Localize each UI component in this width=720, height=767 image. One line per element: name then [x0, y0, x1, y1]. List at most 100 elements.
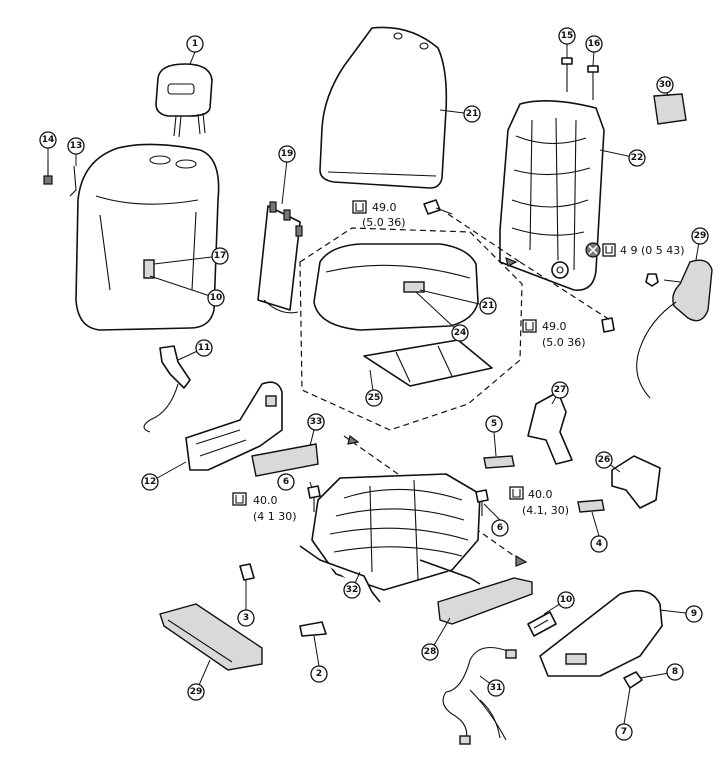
callout-number: 27 — [554, 385, 567, 395]
bracket-5 — [483, 455, 515, 469]
seatback-bolt-lower — [601, 317, 615, 333]
torque-alt-value: (5.0 36) — [362, 216, 406, 229]
callout-number: 13 — [70, 141, 83, 151]
seatback-cushion — [75, 143, 220, 331]
seat-cushion — [313, 243, 479, 331]
callout-11: 11 — [195, 339, 213, 357]
torque-value: 49.0 — [372, 201, 397, 214]
torque-nut: 4 9 (0 5 43) — [585, 242, 685, 258]
callout-number: 11 — [198, 343, 211, 353]
label-plate — [653, 93, 687, 125]
callout-9: 9 — [685, 605, 703, 623]
callout-number: 4 — [596, 539, 602, 549]
callout-31: 31 — [487, 679, 505, 697]
callout-24: 24 — [451, 324, 469, 342]
clip-3 — [239, 563, 255, 581]
callout-22: 22 — [628, 149, 646, 167]
callout-21: 21 — [479, 297, 497, 315]
cushion-group-box — [299, 227, 523, 431]
nut — [645, 273, 659, 287]
seatback-frame — [499, 100, 605, 291]
torque-value: 49.0 — [542, 320, 567, 333]
callout-number: 6 — [283, 477, 289, 487]
track-bolt-right — [475, 489, 489, 516]
callout-number: 1 — [192, 39, 198, 49]
callout-21: 21 — [463, 105, 481, 123]
callout-1: 1 — [186, 35, 204, 53]
callout-number: 24 — [454, 328, 467, 338]
callout-number: 29 — [190, 687, 203, 697]
torque-wrench-icon — [602, 243, 616, 257]
callout-4: 4 — [590, 535, 608, 553]
seatback-board — [257, 201, 303, 314]
callout-number: 7 — [621, 727, 627, 737]
torque-alt-value: (4.1, 30) — [522, 504, 569, 517]
callout-number: 21 — [482, 301, 495, 311]
callout-27: 27 — [551, 381, 569, 399]
torque-seatback-upper: 49.0 (5.0 36) — [352, 200, 406, 229]
callout-number: 32 — [346, 585, 359, 595]
switch — [527, 611, 557, 637]
callout-number: 5 — [491, 419, 497, 429]
torque-value: 4 9 (0 5 43) — [620, 244, 685, 257]
headrest — [155, 63, 213, 138]
callout-14: 14 — [39, 131, 57, 149]
callout-13: 13 — [67, 137, 85, 155]
seat-frame-track — [299, 473, 481, 603]
bolts-top — [561, 57, 599, 100]
wire-13 — [69, 165, 77, 197]
callout-number: 22 — [631, 153, 644, 163]
callout-number: 28 — [424, 647, 437, 657]
callout-labels: 1234566789101011121314151617192121222324… — [39, 27, 709, 741]
torque-track-left: 40.0 (4 1 30) — [232, 492, 297, 523]
callout-8: 8 — [666, 663, 684, 681]
torque-value: 40.0 — [528, 488, 553, 501]
callout-26: 26 — [595, 451, 613, 469]
callout-number: 8 — [672, 667, 678, 677]
seatbelt-buckle — [143, 345, 191, 433]
outer-side-cover — [539, 589, 663, 677]
callout-32: 32 — [343, 581, 361, 599]
callout-number: 9 — [691, 609, 697, 619]
callout-25: 25 — [365, 389, 383, 407]
wire-harness — [442, 646, 517, 745]
callout-2: 2 — [310, 665, 328, 683]
callout-number: 6 — [497, 523, 503, 533]
callout-number: 30 — [659, 80, 672, 90]
callout-7: 7 — [615, 723, 633, 741]
torque-value: 40.0 — [253, 494, 278, 507]
callout-5: 5 — [485, 415, 503, 433]
callout-number: 21 — [466, 109, 479, 119]
callout-15: 15 — [558, 27, 576, 45]
clip-4 — [577, 499, 605, 513]
knob — [623, 671, 643, 689]
callout-number: 15 — [561, 31, 574, 41]
callout-6: 6 — [491, 519, 509, 537]
seatback-cover — [319, 26, 448, 189]
callout-28: 28 — [421, 643, 439, 661]
callout-number: 26 — [598, 455, 611, 465]
recliner-cover-inner — [185, 381, 283, 471]
callout-16: 16 — [585, 35, 603, 53]
callout-number: 31 — [490, 683, 503, 693]
callout-number: 2 — [316, 669, 322, 679]
torque-alt-value: (4 1 30) — [253, 510, 297, 523]
torque-alt-value: (5.0 36) — [542, 336, 586, 349]
callout-29: 29 — [187, 683, 205, 701]
foot-cover — [159, 603, 263, 671]
screw-14 — [43, 160, 53, 185]
rail-cover — [437, 577, 533, 625]
callout-33: 33 — [307, 413, 325, 431]
callout-number: 29 — [694, 231, 707, 241]
callout-10: 10 — [207, 289, 225, 307]
callout-19: 19 — [278, 145, 296, 163]
callout-29: 29 — [691, 227, 709, 245]
callout-number: 3 — [243, 613, 249, 623]
side-airbag — [636, 259, 713, 399]
track-bolt-left — [307, 485, 321, 512]
torque-track-right: 40.0 (4.1, 30) — [509, 486, 569, 517]
callout-10: 10 — [557, 591, 575, 609]
callout-30: 30 — [656, 76, 674, 94]
recliner-trim — [251, 443, 319, 477]
